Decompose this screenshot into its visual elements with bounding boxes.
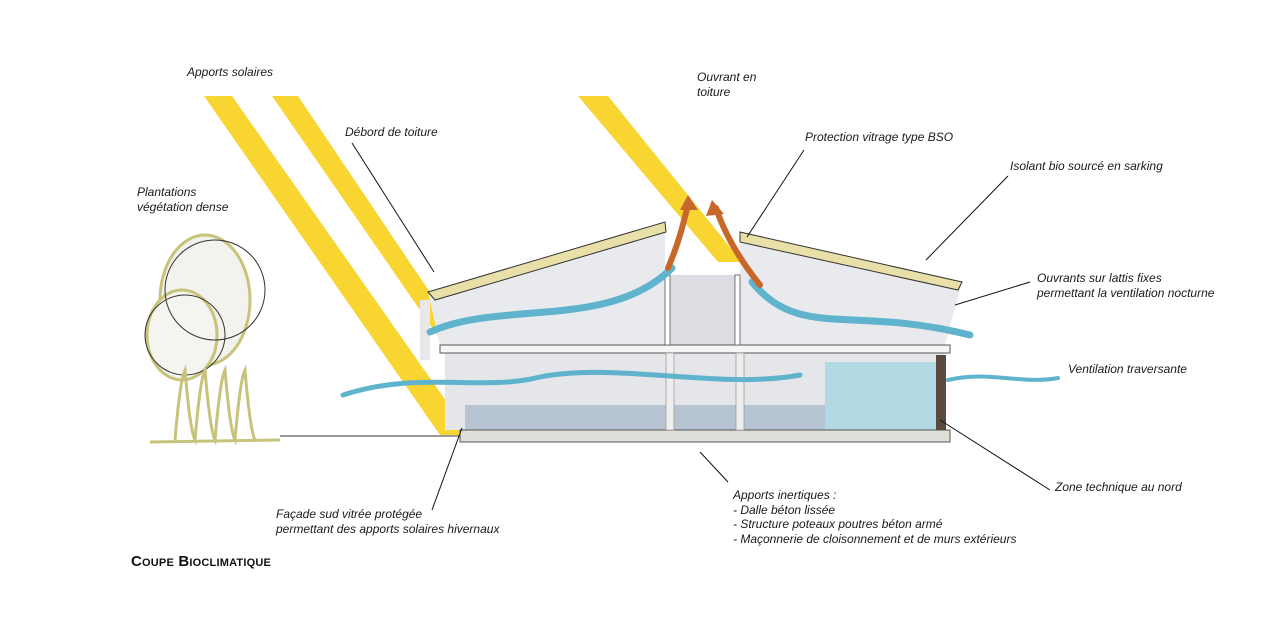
- sun-ray-2: [272, 96, 470, 365]
- label-protection-bso: Protection vitrage type BSO: [805, 130, 954, 144]
- label-ventilation: Ventilation traversante: [1068, 362, 1187, 376]
- label-debord-toiture: Débord de toiture: [345, 125, 438, 139]
- label-apports-solaires: Apports solaires: [187, 65, 274, 79]
- leader-lines: [351, 142, 1051, 511]
- label-line: - Dalle béton lissée: [733, 502, 836, 517]
- diagram-title: Coupe Bioclimatique: [131, 553, 272, 570]
- label-line: - Structure poteaux poutres béton armé: [733, 517, 943, 531]
- sun-ray-3: [578, 96, 742, 262]
- tree-sketch: [144, 233, 281, 446]
- cross-ventilation-flow: [340, 369, 803, 398]
- building-section: [420, 221, 963, 443]
- air-flows: [340, 195, 1060, 398]
- upper-air-flow-left: [426, 264, 676, 336]
- label-isolant: Isolant bio sourcé en sarking: [1010, 159, 1163, 173]
- label-apports-inertiques: Apports inertiques : - Dalle béton lissé…: [733, 488, 1016, 546]
- hot-air-arrow-2: [713, 205, 763, 288]
- label-line: toiture: [697, 84, 731, 99]
- sun-ray-1: [204, 96, 470, 435]
- label-line: Plantations: [137, 185, 197, 199]
- label-line: permettant des apports solaires hivernau…: [276, 521, 500, 536]
- label-line: Ouvrants sur lattis fixes: [1037, 271, 1162, 285]
- label-line: - Maçonnerie de cloisonnement et de murs…: [733, 531, 1017, 546]
- label-zone-technique: Zone technique au nord: [1055, 480, 1182, 494]
- label-line: Apports inertiques :: [733, 488, 837, 502]
- sun-rays: [204, 96, 742, 435]
- technical-zone: [825, 362, 940, 430]
- label-line: végétation dense: [137, 199, 229, 214]
- label-line: permettant la ventilation nocturne: [1037, 285, 1215, 300]
- upper-air-flow-right: [748, 278, 974, 339]
- label-line: Façade sud vitrée protégée: [276, 507, 423, 521]
- label-line: Ouvrant en: [697, 70, 757, 84]
